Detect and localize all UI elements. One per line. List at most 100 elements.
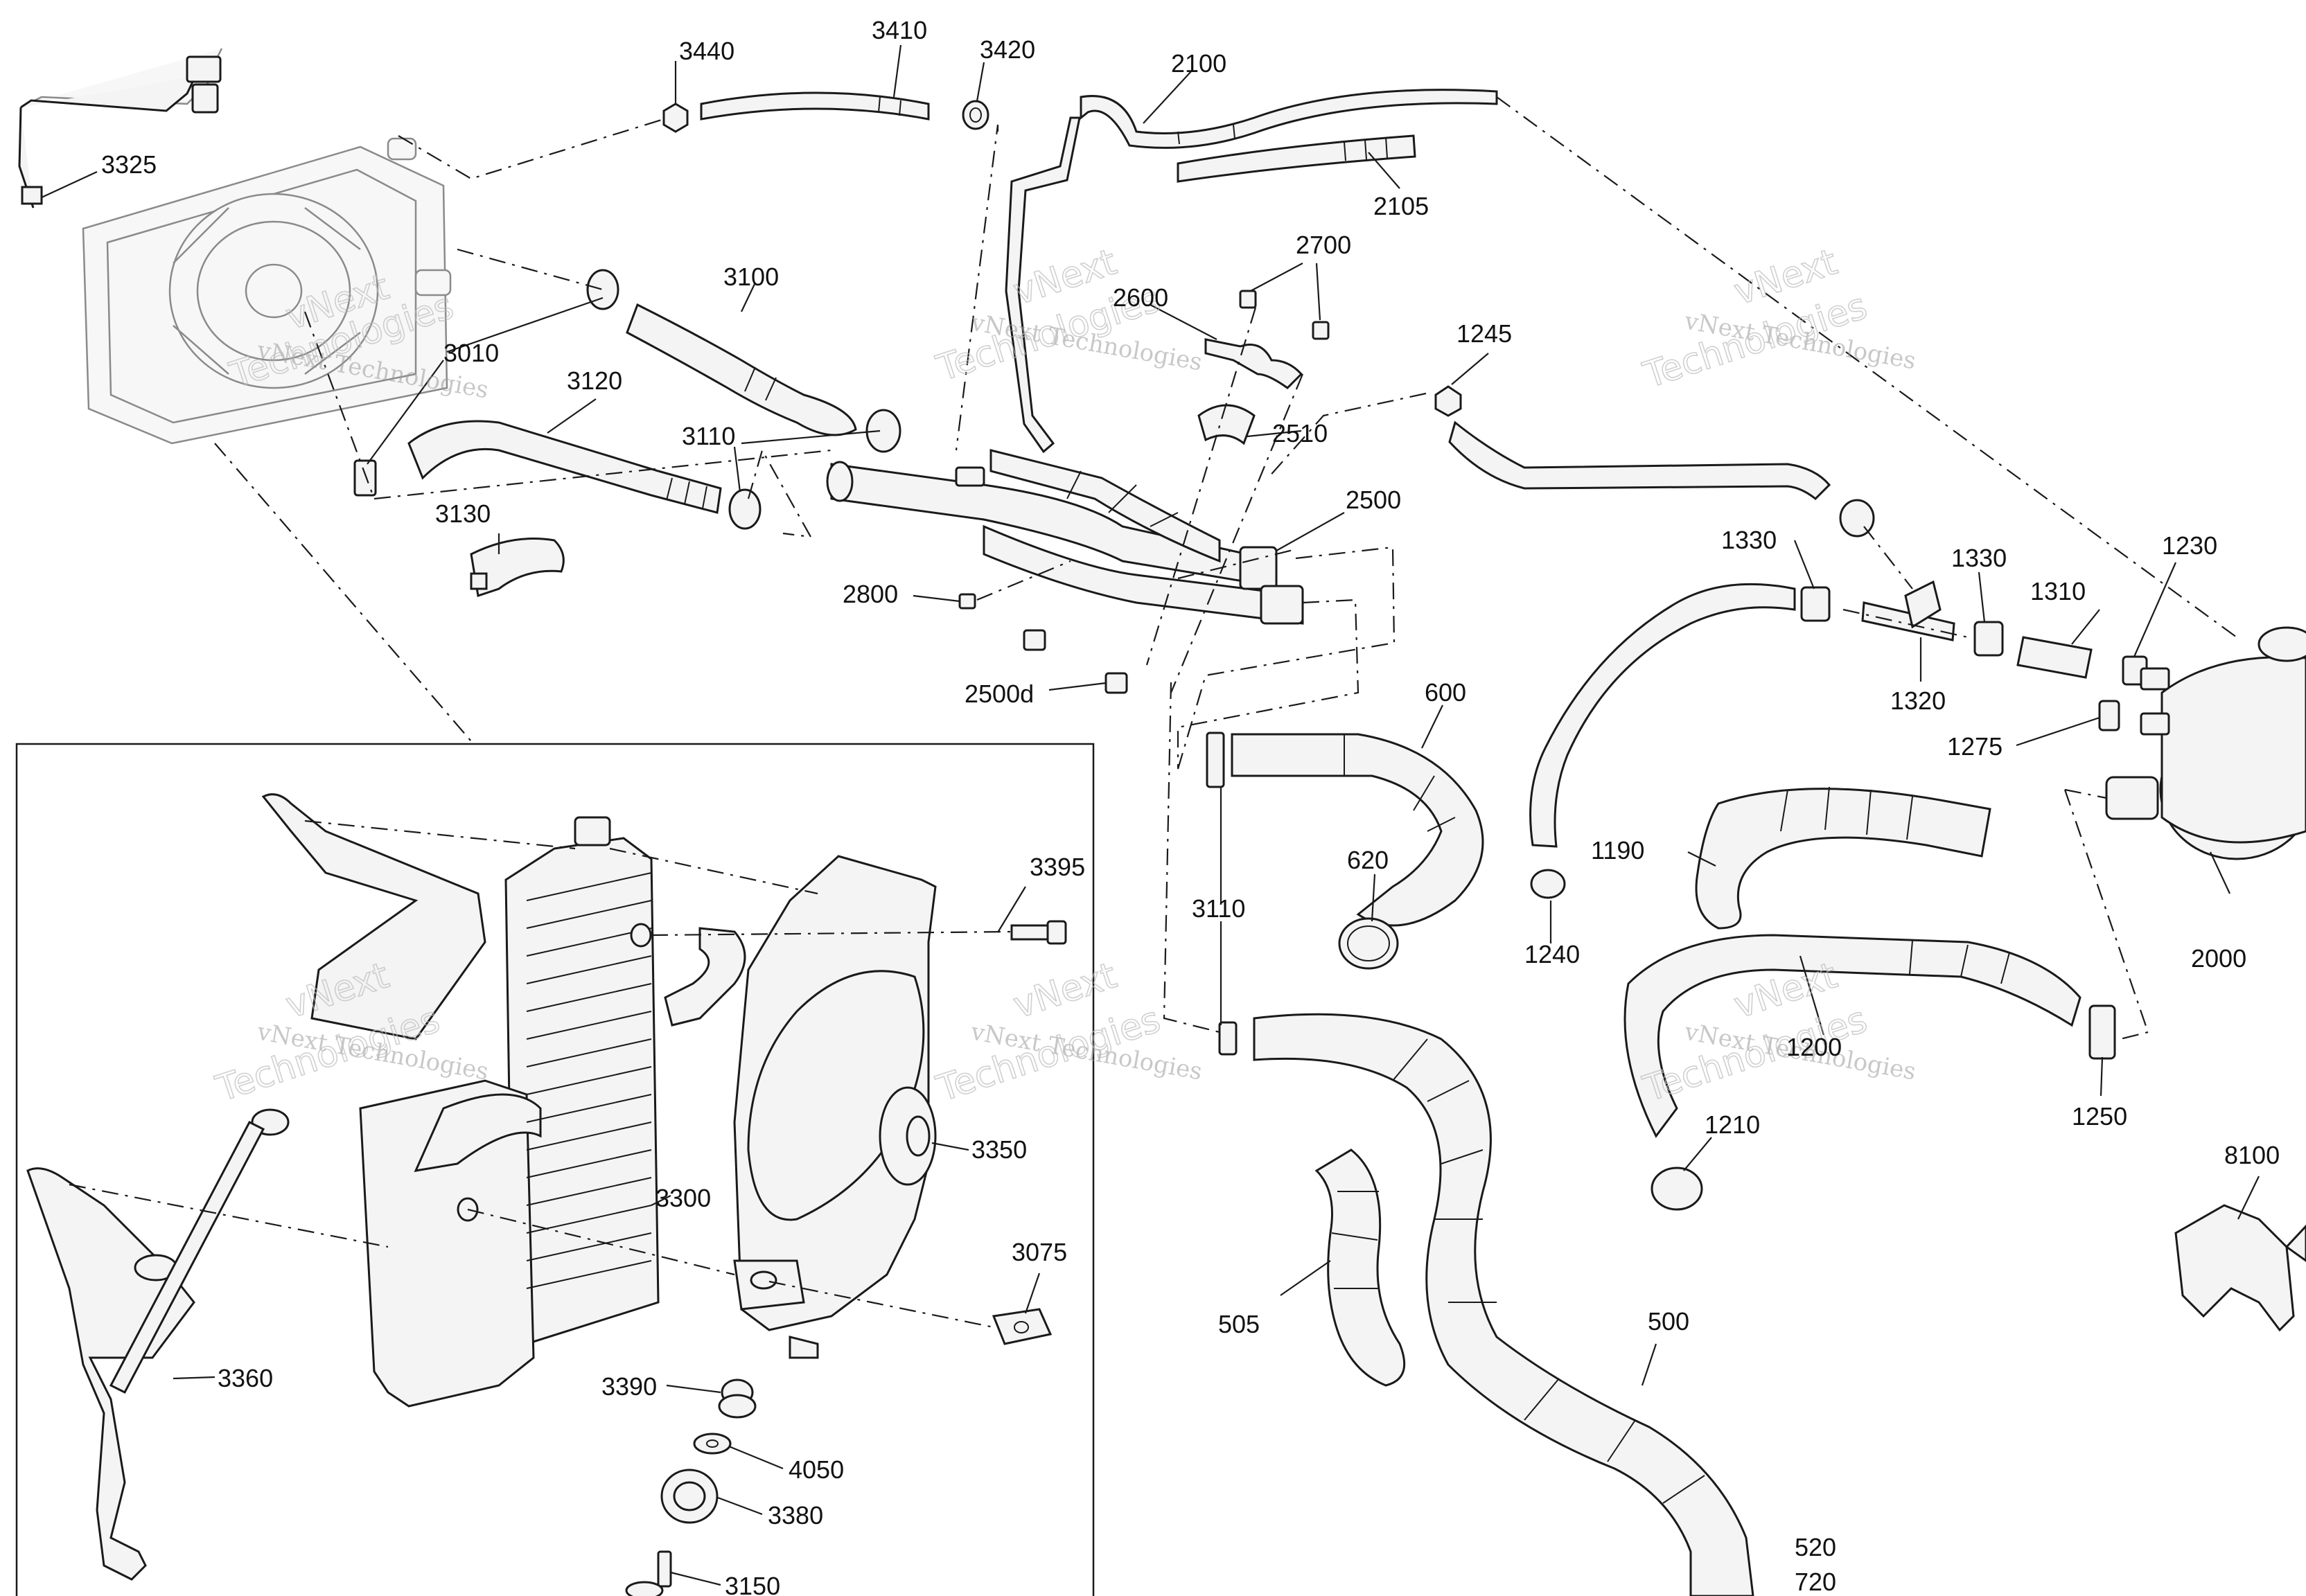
callout-3010: 3010 [443,339,499,367]
pipe-assembly-2500 [826,449,1304,625]
hose-3120 [407,420,722,514]
callout-3380: 3380 [768,1501,823,1530]
callout-3420: 3420 [980,35,1035,64]
clamp-1240 [1530,869,1566,899]
callout-3300: 3300 [655,1184,711,1212]
callout-3440: 3440 [679,37,734,65]
bolt-3150 [625,1550,672,1596]
hose-500 [1253,1013,1754,1596]
callout-3360: 3360 [218,1364,273,1392]
callout-3110-lower: 3110 [1192,894,1245,923]
inset-frame [15,743,1095,1596]
hose-1200 [1623,934,2081,1138]
callout-3120: 3120 [567,366,622,395]
clamp-1210 [1651,1167,1703,1211]
callout-3350: 3350 [971,1135,1027,1164]
callout-1245: 1245 [1456,319,1512,348]
callout-1230: 1230 [2162,531,2217,560]
bracket-3360 [26,793,486,1581]
hose-600 [1231,733,1484,927]
callout-500: 500 [1648,1307,1689,1336]
washer-4050 [693,1433,732,1455]
expansion-tank-2000 [2105,626,2306,860]
callout-620: 620 [1347,846,1389,874]
callout-2800: 2800 [843,580,898,608]
clip-3010-bracket [353,459,377,497]
hose-2105 [1177,134,1416,183]
hose-curved-1330 [1529,583,1831,848]
callout-1310: 1310 [2030,577,2086,605]
callout-1210: 1210 [1705,1110,1760,1139]
clamp-3420 [962,100,989,130]
hose-1310 [2016,636,2093,679]
sensor-harness-3325 [18,55,222,209]
clamp-3110a [728,409,901,530]
callout-2500: 2500 [1346,486,1401,514]
leader-lines [41,44,2260,1586]
callout-520: 520 [1795,1533,1836,1561]
radiator-core-fins [526,872,652,1289]
grommet-3380 [660,1469,719,1524]
callout-2510: 2510 [1272,419,1328,447]
callout-1275: 1275 [1947,732,2003,761]
callout-8100: 8100 [2224,1141,2280,1169]
tee-1320 [1861,580,2004,657]
callout-600: 600 [1425,678,1466,707]
hose-505 [1314,1149,1406,1387]
callout-2000: 2000 [2191,944,2246,973]
callout-1330-left: 1330 [1721,526,1777,554]
callout-2105: 2105 [1373,192,1429,220]
callout-1320: 1320 [1890,686,1946,715]
clamp-620 [1338,917,1399,970]
callout-1250: 1250 [2072,1102,2127,1130]
bracket-8100 [2174,1204,2306,1332]
callout-2700: 2700 [1296,231,1351,259]
ghost-radiator-assembly [27,48,452,445]
clamp-3110b [1206,732,1238,1056]
callout-3100: 3100 [723,263,779,291]
hose-3100 [626,303,857,436]
callout-1190: 1190 [1591,836,1644,864]
bolt-2800 [958,593,976,610]
hose-3130 [470,538,565,597]
callout-1330-right: 1330 [1951,544,2007,572]
callout-3325: 3325 [101,150,157,179]
hose-1245 [1448,420,1875,538]
callout-3150: 3150 [725,1572,780,1596]
callout-4050: 4050 [789,1455,844,1484]
callout-labels: 3325 3440 3410 3420 2100 2105 2700 2600 … [101,16,2280,1596]
bolts-2700 [1239,290,1330,340]
callout-3110-upper: 3110 [682,422,735,450]
callout-2100: 2100 [1171,49,1226,78]
bracket-2600 [1204,338,1303,389]
callout-2600: 2600 [1113,283,1168,312]
clamp-1250 [2088,1004,2116,1060]
clamp-1245 [1434,385,1462,417]
callout-2500d: 2500d [965,680,1034,708]
clamp-1275 [2098,700,2120,732]
callout-3410: 3410 [872,16,927,44]
clamp-3440 [662,103,689,133]
callout-3130: 3130 [435,499,491,528]
hose-2100 [1005,89,1498,454]
callout-3395: 3395 [1030,853,1085,881]
callout-1200: 1200 [1786,1033,1842,1061]
callout-3390: 3390 [601,1372,657,1401]
fan-shroud-3350 [733,855,937,1359]
radiator-3300 [359,816,746,1408]
clip-nut-3075 [992,1308,1053,1345]
callout-3075: 3075 [1012,1238,1067,1266]
callout-720: 720 [1795,1568,1836,1596]
assembly-lines [69,96,2237,1329]
clip-2510 [1197,404,1256,445]
bolt-3395 [1010,920,1067,945]
callout-1240: 1240 [1524,940,1580,968]
clamp-3010 [586,269,619,310]
callout-505: 505 [1218,1310,1260,1338]
hose-3410 [700,91,930,121]
grommet-3390 [718,1378,757,1419]
hose-1190 [1695,786,1991,930]
fittings-2500d [1023,629,1128,694]
